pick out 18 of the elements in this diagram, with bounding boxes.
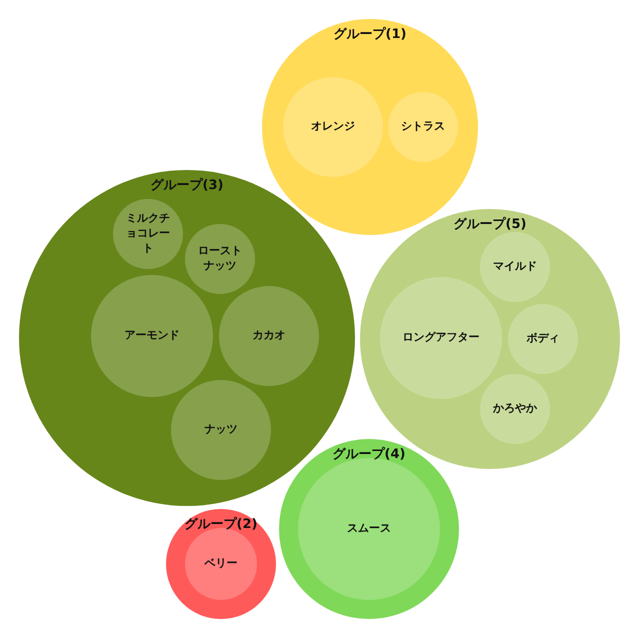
category-label: シトラス	[401, 120, 445, 134]
group-label: グループ(4)	[332, 446, 406, 463]
category-label: オレンジ	[311, 120, 355, 134]
category-label: ローストナッツ	[197, 244, 243, 274]
group-label: グループ(1)	[334, 26, 406, 43]
category-label: かろやか	[493, 402, 537, 416]
group-label: グループ(2)	[184, 516, 258, 533]
category-label: アーモンド	[124, 328, 180, 344]
category-label: スムース	[347, 522, 391, 536]
category-label: ナッツ	[204, 422, 238, 438]
category-label: ボディ	[526, 332, 560, 346]
category-label: ベリー	[204, 556, 238, 572]
group-label: グループ(5)	[454, 216, 526, 233]
group-label: グループ(3)	[150, 176, 224, 194]
category-label: ミルクチョコレート	[125, 212, 171, 256]
category-label: ロングアフター	[402, 330, 480, 346]
category-label: マイルド	[493, 260, 537, 274]
category-label: カカオ	[252, 328, 286, 344]
